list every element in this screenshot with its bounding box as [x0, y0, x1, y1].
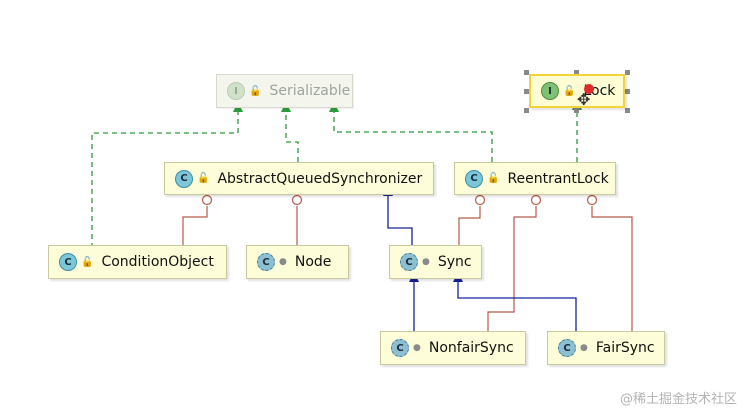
interface-icon: I [541, 82, 559, 100]
node-reentrant-lock[interactable]: C 🔓 ReentrantLock [454, 162, 616, 195]
selection-handle-tm[interactable] [574, 70, 579, 75]
edge-fair-sync [453, 272, 577, 331]
inner-marker-reentrant-fair [586, 194, 598, 206]
node-label: Sync [437, 254, 472, 270]
inner-marker-aqs-node [291, 194, 303, 206]
node-sync[interactable]: C ● Sync [389, 245, 482, 279]
inner-class-icon: C [400, 253, 418, 271]
node-label: NonfairSync [428, 340, 514, 356]
package-visibility-icon: ● [413, 343, 421, 353]
public-lock-icon: 🔓 [249, 85, 262, 97]
node-condition-object[interactable]: C 🔓 ConditionObject [48, 245, 227, 279]
package-visibility-icon: ● [422, 257, 430, 267]
class-icon: C [465, 169, 483, 188]
node-nonfair-sync[interactable]: C ● NonfairSync [380, 331, 526, 365]
inner-class-icon: C [558, 339, 576, 357]
selection-handle-mr[interactable] [625, 89, 630, 94]
inner-marker-reentrant-sync [474, 194, 486, 206]
selection-handle-bl[interactable] [524, 108, 529, 113]
inner-class-icon: C [391, 339, 409, 357]
edge-aqs-serializable [281, 102, 299, 162]
interface-icon: I [227, 82, 245, 100]
move-cursor-icon: ✥ [577, 90, 591, 109]
selection-handle-bm[interactable] [574, 108, 579, 113]
node-label: FairSync [595, 340, 655, 356]
inner-class-icon: C [257, 253, 275, 271]
node-label: ConditionObject [101, 254, 214, 270]
inner-marker-reentrant-nonfair [530, 194, 542, 206]
edge-condition-serializable [91, 102, 243, 248]
node-label: Node [294, 254, 332, 270]
inner-marker-aqs-condition [201, 194, 213, 206]
edge-reentrant-sync [458, 206, 481, 245]
node-lock[interactable]: I 🔓 Lock [529, 74, 625, 108]
edge-reentrant-nonfair [487, 206, 537, 331]
node-label: ReentrantLock [507, 170, 609, 187]
selection-handle-tl[interactable] [524, 70, 529, 75]
selection-handle-tr[interactable] [625, 70, 630, 75]
edge-sync-aqs [383, 186, 413, 245]
public-lock-icon: 🔓 [197, 173, 210, 184]
edge-aqs-condition [182, 206, 208, 245]
node-serializable[interactable]: I 🔓 Serializable [216, 74, 353, 108]
selection-handle-br[interactable] [625, 108, 630, 113]
package-visibility-icon: ● [279, 257, 287, 267]
node-label: AbstractQueuedSynchronizer [217, 170, 423, 187]
public-lock-icon: 🔓 [81, 256, 94, 268]
class-icon: C [175, 169, 193, 188]
drag-marker-icon [584, 84, 594, 94]
edge-reentrant-fair [591, 206, 633, 331]
node-abstract-queued-synchronizer[interactable]: C 🔓 AbstractQueuedSynchronizer [164, 162, 434, 195]
selection-handle-ml[interactable] [524, 89, 529, 94]
watermark: @稀土掘金技术社区 [619, 392, 737, 407]
public-lock-icon: 🔓 [563, 85, 576, 97]
node-label: Serializable [269, 83, 351, 99]
node-node[interactable]: C ● Node [246, 245, 349, 279]
edge-reentrant-serializable [329, 102, 493, 162]
node-fair-sync[interactable]: C ● FairSync [547, 331, 665, 365]
public-lock-icon: 🔓 [487, 173, 500, 184]
package-visibility-icon: ● [580, 343, 588, 353]
class-icon: C [59, 253, 77, 271]
